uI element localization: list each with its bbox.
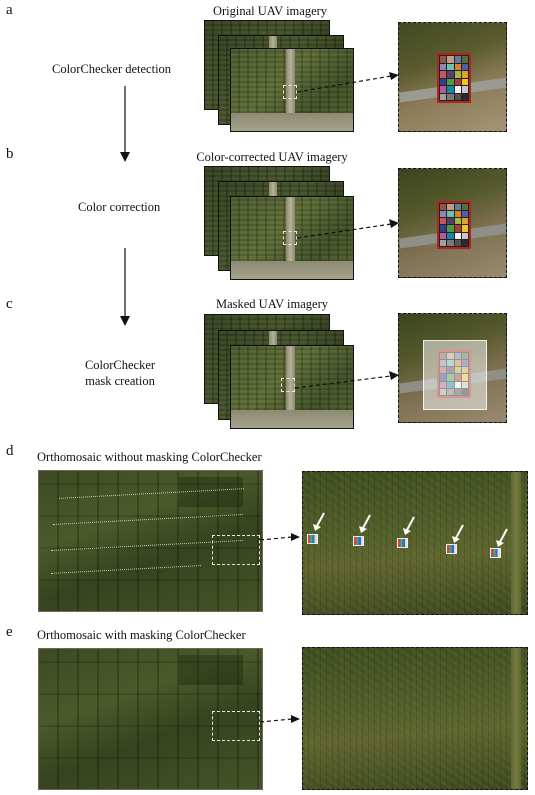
orthomosaic-without-masking <box>38 470 263 612</box>
dashed-arrow-icon <box>294 371 399 389</box>
colorchecker-location-box <box>283 85 297 99</box>
colorchecker-small <box>353 536 364 546</box>
colorchecker-location-box <box>283 231 297 245</box>
caption-orthomosaic-with-masking: Orthomosaic with masking ColorChecker <box>37 628 246 642</box>
colorchecker-row <box>51 565 201 574</box>
colorchecker-location-box <box>281 378 295 392</box>
zoom-orthomosaic-e <box>302 647 528 790</box>
panel-label-d: d <box>6 443 14 459</box>
arrow-down-icon <box>120 248 130 326</box>
colorchecker-patch <box>447 218 454 225</box>
colorchecker-patch <box>440 218 447 225</box>
zoom-colorchecker-c <box>398 313 507 423</box>
colorchecker-patch <box>440 71 447 78</box>
colorchecker-patch <box>454 211 461 218</box>
dashed-arrow-icon <box>259 715 300 723</box>
colorchecker-patch <box>454 71 461 78</box>
arrow-down-icon <box>120 86 130 162</box>
orthomosaic-with-masking <box>38 648 263 790</box>
colorchecker-patch <box>461 56 468 63</box>
colorchecker-patch <box>440 78 447 85</box>
colorchecker-patch <box>440 86 447 93</box>
uav-image-front <box>230 196 354 280</box>
colorchecker-small <box>446 544 457 554</box>
white-arrow-pointer-icon <box>496 528 508 547</box>
colorchecker-patch <box>447 204 454 211</box>
dashed-arrow-icon <box>296 219 399 239</box>
colorchecker-patch <box>461 93 468 100</box>
colorchecker-patch <box>447 239 454 246</box>
colorchecker-patch <box>454 63 461 70</box>
caption-masked-uav-imagery: Masked UAV imagery <box>215 297 329 311</box>
colorchecker-patch <box>461 218 468 225</box>
zoom-region-box <box>212 711 260 741</box>
colorchecker-patch <box>461 204 468 211</box>
uav-image-front <box>230 48 354 132</box>
colorchecker-patch <box>440 63 447 70</box>
colorchecker-patch <box>454 225 461 232</box>
colorchecker-patch <box>454 204 461 211</box>
zoom-colorchecker-a <box>398 22 507 132</box>
panel-label-e: e <box>6 624 13 640</box>
uav-image-front <box>230 345 354 429</box>
panel-label-a: a <box>6 2 13 18</box>
colorchecker-patch <box>447 56 454 63</box>
colorchecker-patch <box>454 56 461 63</box>
colorchecker-chart <box>437 53 471 103</box>
dashed-arrow-icon <box>296 72 399 93</box>
dashed-arrow-icon <box>259 533 300 541</box>
colorchecker-patch <box>447 71 454 78</box>
colorchecker-patch <box>447 63 454 70</box>
colorchecker-patch <box>454 93 461 100</box>
caption-original-uav-imagery: Original UAV imagery <box>212 4 328 18</box>
colorchecker-patch <box>461 225 468 232</box>
colorchecker-small <box>397 538 408 548</box>
colorchecker-mask-overlay <box>423 340 487 410</box>
colorchecker-small <box>490 548 501 558</box>
colorchecker-patch <box>447 211 454 218</box>
colorchecker-patch <box>440 232 447 239</box>
colorchecker-patch <box>447 93 454 100</box>
colorchecker-patch <box>454 218 461 225</box>
white-arrow-pointer-icon <box>403 516 415 535</box>
colorchecker-patch <box>440 93 447 100</box>
caption-color-corrected-uav-imagery: Color-corrected UAV imagery <box>196 150 348 164</box>
colorchecker-patch <box>447 232 454 239</box>
colorchecker-patch <box>440 239 447 246</box>
colorchecker-patch <box>440 56 447 63</box>
colorchecker-patch <box>461 71 468 78</box>
colorchecker-patch <box>461 86 468 93</box>
colorchecker-patch <box>461 78 468 85</box>
colorchecker-chart <box>437 201 471 249</box>
step-colorchecker-detection: ColorChecker detection <box>52 62 172 76</box>
colorchecker-patch <box>461 239 468 246</box>
colorchecker-patch <box>461 63 468 70</box>
colorchecker-patch <box>447 86 454 93</box>
colorchecker-patch <box>454 86 461 93</box>
white-arrow-pointer-icon <box>359 514 371 533</box>
panel-label-b: b <box>6 146 14 162</box>
colorchecker-patch <box>447 225 454 232</box>
colorchecker-patch <box>454 239 461 246</box>
white-arrow-pointer-icon <box>452 524 464 543</box>
colorchecker-patch <box>440 225 447 232</box>
colorchecker-patch <box>461 211 468 218</box>
colorchecker-row <box>53 514 243 525</box>
colorchecker-small <box>307 534 318 544</box>
white-arrow-pointer-icon <box>313 512 325 531</box>
zoom-orthomosaic-d <box>302 471 528 615</box>
colorchecker-patch <box>440 204 447 211</box>
colorchecker-patch <box>447 78 454 85</box>
step-colorchecker-mask-line1: ColorChecker <box>84 358 156 372</box>
colorchecker-patch <box>461 232 468 239</box>
zoom-colorchecker-b <box>398 168 507 278</box>
colorchecker-patch <box>454 232 461 239</box>
caption-orthomosaic-without-masking: Orthomosaic without masking ColorChecker <box>37 450 262 464</box>
step-colorchecker-mask-line2: mask creation <box>85 374 155 388</box>
zoom-region-box <box>212 535 260 565</box>
panel-label-c: c <box>6 296 13 312</box>
colorchecker-patch <box>440 211 447 218</box>
colorchecker-patch <box>454 78 461 85</box>
step-color-correction: Color correction <box>78 200 161 214</box>
